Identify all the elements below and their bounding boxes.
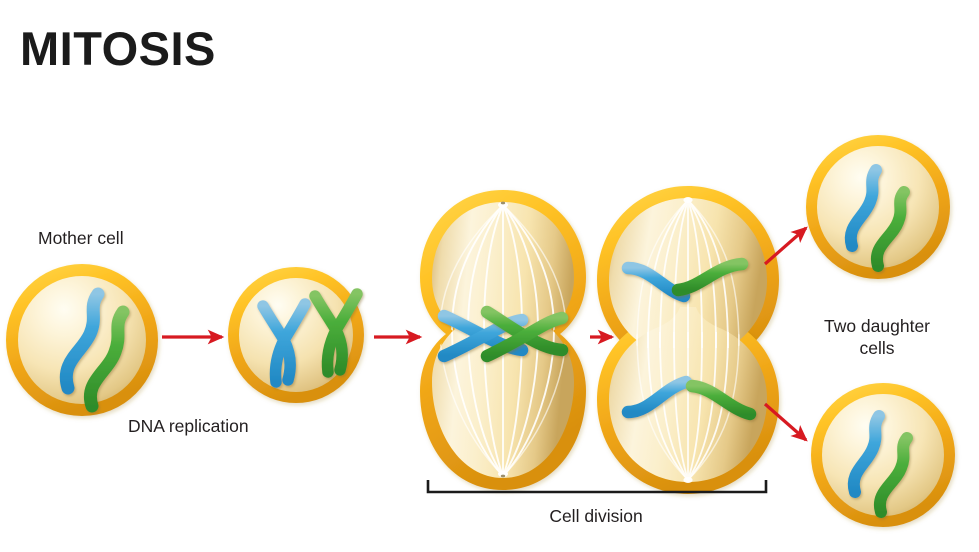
chromosome-blue	[844, 164, 882, 252]
centrosome-top-core	[500, 201, 506, 205]
label-mother-cell: Mother cell	[38, 228, 124, 248]
chromosome-green-top	[671, 257, 749, 297]
spindle-fibers-top	[636, 199, 740, 348]
chromosome-green-bottom	[685, 379, 757, 421]
label-cell-division: Cell division	[549, 506, 642, 526]
centrosome-bottom	[498, 470, 508, 478]
chromosome-blue	[847, 410, 885, 498]
centrosome-top	[683, 197, 693, 203]
label-two-daughter-cells-line2: cells	[859, 338, 894, 358]
chromosome-green-x-rotated	[480, 305, 569, 363]
spindle-fibers-bottom	[636, 332, 740, 481]
chromosome-green	[873, 432, 913, 518]
stage-5-daughter-top-cell	[806, 135, 950, 279]
stage-4-telophase-cell	[597, 186, 779, 494]
label-dna-replication: DNA replication	[128, 416, 249, 436]
chromosome-green	[870, 186, 910, 272]
page-title: MITOSIS	[20, 22, 216, 75]
chromosome-blue-x	[257, 298, 311, 388]
chromosome-green-x	[309, 288, 363, 378]
stage-3-metaphase-cell	[420, 190, 586, 490]
stage-5-daughter-bottom-cell	[811, 383, 955, 527]
stage-1-interphase-cell	[6, 264, 158, 416]
cell-division-bracket	[426, 480, 768, 494]
stage-2-replication-cell	[228, 267, 364, 403]
bracket-line	[426, 480, 768, 494]
centrosome-bottom-core	[500, 474, 506, 478]
chromosome-blue-bottom	[621, 375, 693, 419]
centrosome-top	[498, 201, 508, 209]
label-two-daughter-cells-line1: Two daughter	[824, 316, 930, 336]
arrow-stage4-to-daughter-top	[763, 226, 808, 266]
arrow-stage4-to-daughter-bottom	[763, 402, 808, 442]
chromosome-green	[83, 305, 130, 413]
centrosome-bottom	[683, 477, 693, 483]
chromosome-blue	[59, 287, 105, 395]
